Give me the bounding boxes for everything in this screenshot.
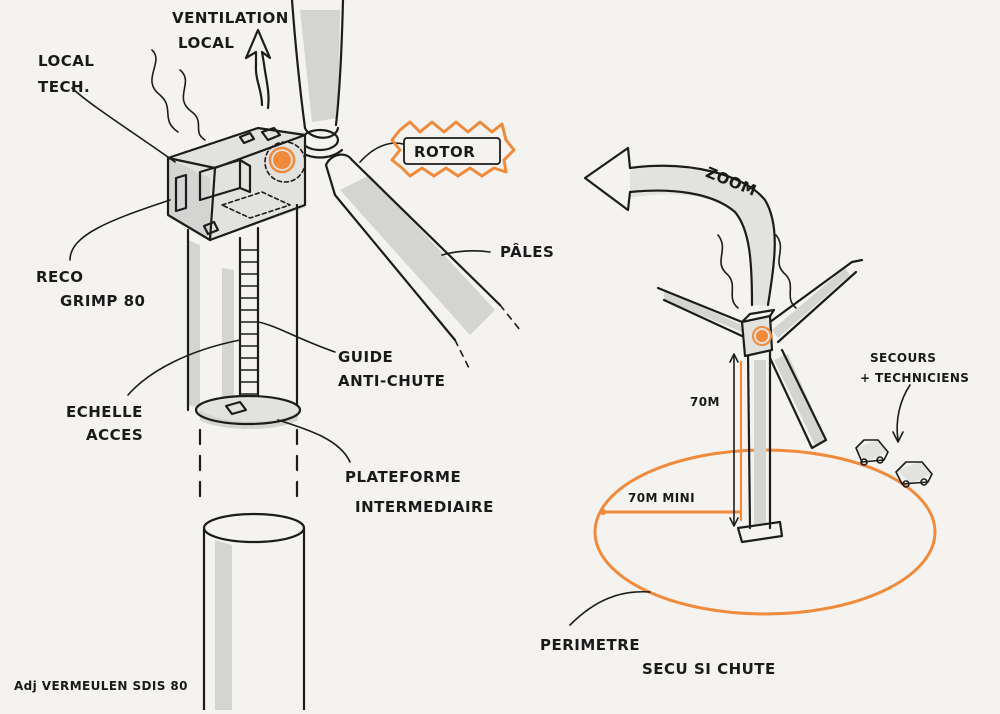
label-techniciens: + TECHNICIENS: [860, 371, 969, 385]
label-secours: SECOURS: [870, 351, 936, 365]
turbine-overview: [656, 258, 864, 544]
label-guide: GUIDE: [338, 348, 393, 366]
callout-lines: [69, 87, 491, 463]
rescue-vehicles: [855, 384, 933, 488]
label-anti-chute: ANTI-CHUTE: [338, 372, 445, 390]
label-plateforme: PLATEFORME: [345, 468, 461, 486]
label-rotor: ROTOR: [414, 143, 475, 161]
label-local: LOCAL: [38, 52, 94, 70]
label-pales: PÂLES: [500, 242, 554, 261]
zoom-arrow: [583, 146, 776, 307]
blade-upper: [290, 0, 345, 130]
label-height: 70M: [690, 395, 720, 409]
rotor-label-box: [390, 120, 516, 178]
heat-lines: [717, 234, 797, 309]
ventilation-arrow: [151, 28, 272, 141]
blade-lower-right: [324, 153, 521, 371]
label-echelle: ECHELLE: [66, 403, 143, 421]
author-signature: Adj VERMEULEN SDIS 80: [14, 679, 188, 693]
tower-detail: [186, 203, 306, 712]
label-acces: ACCES: [86, 426, 143, 444]
label-secu-si-chute: SECU SI CHUTE: [642, 660, 776, 678]
nacelle-technical-room: [166, 126, 307, 242]
label-reco: RECO: [36, 268, 84, 286]
label-radius: 70M MINI: [628, 491, 695, 505]
label-ventilation: VENTILATION: [172, 9, 289, 27]
label-ventilation-local: LOCAL: [178, 34, 234, 52]
label-intermediaire: INTERMEDIAIRE: [355, 498, 494, 516]
label-tech: TECH.: [38, 78, 90, 96]
safety-perimeter: [569, 448, 937, 626]
label-perimetre: PERIMETRE: [540, 636, 640, 654]
labels: VENTILATION LOCAL LOCAL TECH. ROTOR PÂLE…: [14, 9, 969, 693]
label-grimp: GRIMP 80: [60, 292, 145, 310]
